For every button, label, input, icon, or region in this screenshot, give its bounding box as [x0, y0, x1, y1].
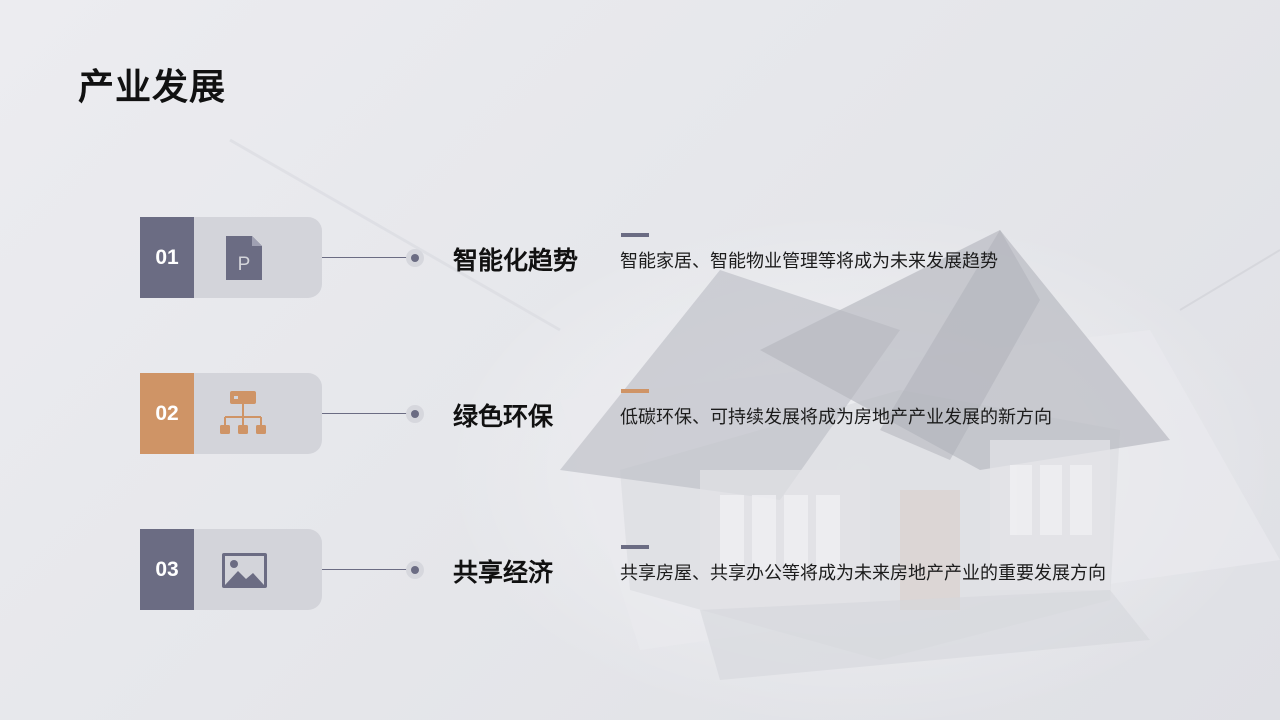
connector-dot [411, 254, 419, 262]
item-heading: 智能化趋势 [453, 246, 579, 275]
item-heading: 共享经济 [453, 558, 554, 587]
item-description: 智能家居、智能物业管理等将成为未来发展趋势 [620, 251, 998, 272]
item-card: 02 [140, 373, 322, 454]
list-item: 03 共享经济 共享房屋、共享办公等将成为未来房地产产业的重要发展方向 [0, 529, 1280, 611]
item-card: 01 P [140, 217, 322, 298]
connector-line [322, 257, 414, 258]
svg-text:P: P [238, 254, 251, 275]
connector-dot [411, 566, 419, 574]
page-title: 产业发展 [78, 67, 227, 108]
hierarchy-icon [220, 391, 266, 434]
list-item: 01 P 智能化趋势 智能家居、智能物业管理等将成为未来发展趋势 [0, 217, 1280, 299]
image-icon [222, 553, 267, 588]
item-description: 共享房屋、共享办公等将成为未来房地产产业的重要发展方向 [620, 563, 1106, 584]
powerpoint-file-icon: P [226, 236, 262, 280]
accent-bar [621, 545, 649, 549]
list-item: 02 绿色环保 低碳环保、可持续发展将成为房地产产业发展的新方向 [0, 373, 1280, 455]
item-description: 低碳环保、可持续发展将成为房地产产业发展的新方向 [620, 407, 1052, 428]
item-number: 02 [140, 373, 194, 454]
connector-line [322, 413, 414, 414]
connector-dot [411, 410, 419, 418]
accent-bar [621, 233, 649, 237]
accent-bar [621, 389, 649, 393]
item-card: 03 [140, 529, 322, 610]
item-number: 03 [140, 529, 194, 610]
connector-line [322, 569, 414, 570]
item-number: 01 [140, 217, 194, 298]
item-heading: 绿色环保 [453, 402, 554, 431]
